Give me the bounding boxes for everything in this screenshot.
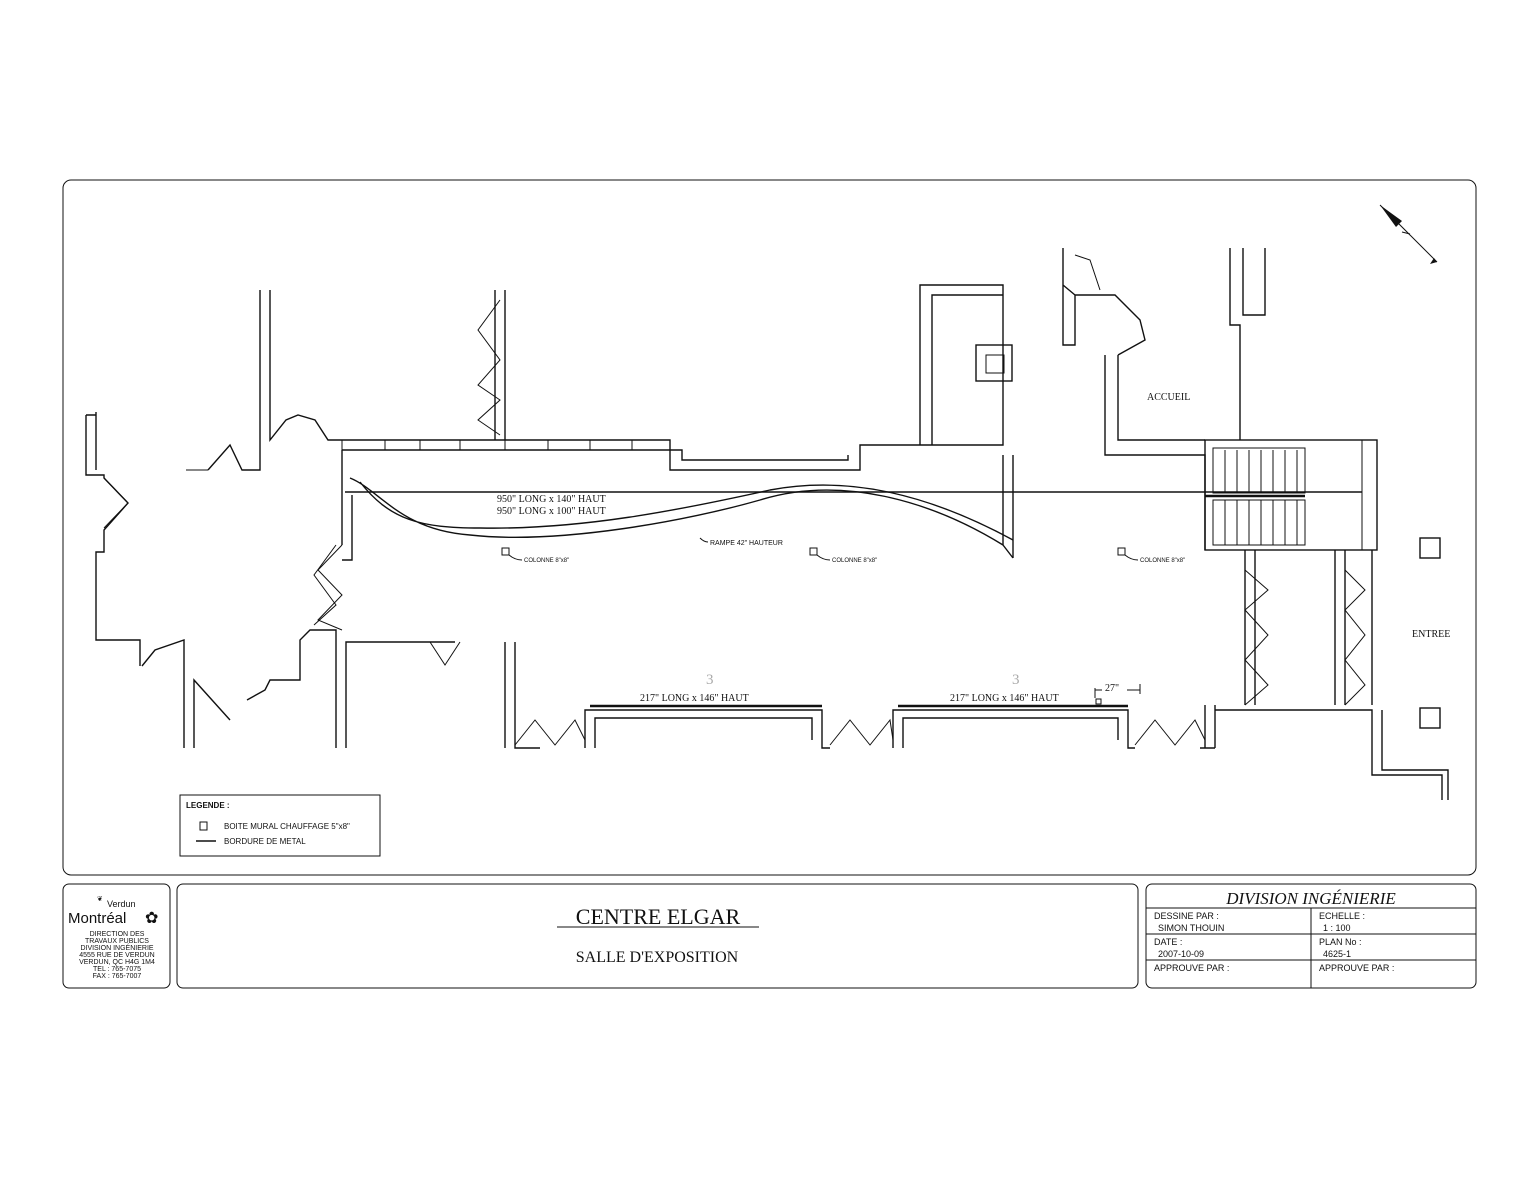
legend: LEGENDE : BOITE MURAL CHAUFFAGE 5"x8" BO…: [179, 794, 381, 857]
ramp-curve: [349, 477, 1014, 559]
label-rampe: RAMPE 42" HAUTEUR: [710, 540, 783, 547]
south-wall: [504, 642, 1215, 749]
date-value: 2007-10-09: [1158, 949, 1204, 959]
east-zigzag-door-1: [1244, 569, 1269, 706]
floor-plan: [85, 248, 1449, 800]
pencil-mark-1: 3: [706, 672, 714, 688]
plan-number-label: PLAN No :: [1319, 937, 1362, 947]
logo-line: FAX : 765-7007: [93, 973, 142, 980]
logo-line: DIRECTION DES: [90, 931, 145, 938]
logo-flower-icon: ✿: [145, 910, 158, 927]
label-upper-dimension-2: 950" LONG x 100" HAUT: [497, 506, 606, 517]
label-colonne-1: COLONNE 8"x8": [524, 558, 569, 564]
date-label: DATE :: [1154, 937, 1182, 947]
south-zigzag-door-1: [514, 719, 586, 746]
west-room-details: [103, 469, 337, 626]
logo-city: Montréal: [68, 910, 126, 927]
legend-title: LEGENDE :: [186, 801, 230, 810]
label-dimension-27: 27": [1105, 683, 1119, 694]
label-colonne-2: COLONNE 8"x8": [832, 558, 877, 564]
echelle-label: ECHELLE :: [1319, 911, 1365, 921]
entrance-post-lower: [1419, 707, 1441, 729]
logo-line: VERDUN, QC H4G 1M4: [79, 959, 155, 966]
logo-line: 4555 RUE DE VERDUN: [79, 952, 154, 959]
info-block: DIVISION INGÉNIERIE DESSINE PAR : SIMON …: [1145, 883, 1477, 989]
center-left-zigzag-door: [317, 544, 343, 631]
column-2: [809, 547, 818, 556]
drawing-frame: [62, 179, 1477, 876]
project-subtitle: SALLE D'EXPOSITION: [576, 949, 739, 966]
column-3: [1117, 547, 1126, 556]
south-zigzag-door-3: [1134, 719, 1206, 746]
label-entree: ENTREE: [1412, 629, 1450, 640]
legend-item-line: BORDURE DE METAL: [224, 837, 306, 846]
ramp-west-wall: [341, 450, 353, 561]
logo-line: TRAVAUX PUBLICS: [85, 938, 149, 945]
west-zigzag-door: [103, 477, 129, 529]
project-title: CENTRE ELGAR: [576, 904, 741, 929]
north-stair-door: [477, 299, 501, 436]
dessine-value: SIMON THOUIN: [1158, 923, 1224, 933]
column-box-upper: [975, 344, 1013, 382]
label-colonne-3: COLONNE 8"x8": [1140, 558, 1185, 564]
approuve-right-label: APPROUVE PAR :: [1319, 963, 1394, 973]
label-upper-dimension-1: 950" LONG x 140" HAUT: [497, 494, 606, 505]
division-title: DIVISION INGÉNIERIE: [1225, 889, 1396, 908]
label-lower-dimension-left: 217" LONG x 146" HAUT: [640, 693, 749, 704]
north-arrow-icon: [1379, 204, 1438, 264]
pencil-mark-2: 3: [1012, 672, 1020, 688]
accueil-door-swing: [1074, 254, 1101, 291]
accueil-walls: [1062, 248, 1266, 550]
logo-borough: Verdun: [107, 899, 136, 909]
east-zigzag-door-2: [1344, 569, 1366, 706]
logo-line: DIVISION INGÉNIERIE: [80, 943, 153, 952]
dimension-27: [1094, 684, 1141, 698]
approuve-left-label: APPROUVE PAR :: [1154, 963, 1229, 973]
label-accueil: ACCUEIL: [1147, 392, 1190, 403]
echelle-value: 1 : 100: [1323, 923, 1351, 933]
south-zigzag-door-2: [829, 718, 894, 746]
south-door-swing: [429, 641, 461, 666]
label-lower-dimension-right: 217" LONG x 146" HAUT: [950, 693, 1059, 704]
plan-number-value: 4625-1: [1323, 949, 1351, 959]
north-wall: [342, 284, 1004, 471]
legend-item-square: BOITE MURAL CHAUFFAGE 5"x8": [224, 822, 350, 831]
logo-block: ❦ Verdun Montréal ✿ DIRECTION DES TRAVAU…: [62, 883, 171, 989]
project-title-block: CENTRE ELGAR SALLE D'EXPOSITION: [176, 883, 1139, 989]
logo-crest-icon: ❦: [97, 896, 103, 903]
column-1: [501, 547, 510, 556]
dessine-label: DESSINE PAR :: [1154, 911, 1219, 921]
east-vestibule-walls: [1204, 550, 1449, 800]
legend-square-icon: [199, 821, 208, 831]
west-room-walls: [85, 290, 455, 748]
logo-line: TEL : 765-7075: [93, 966, 141, 973]
entrance-post-upper: [1419, 537, 1441, 559]
